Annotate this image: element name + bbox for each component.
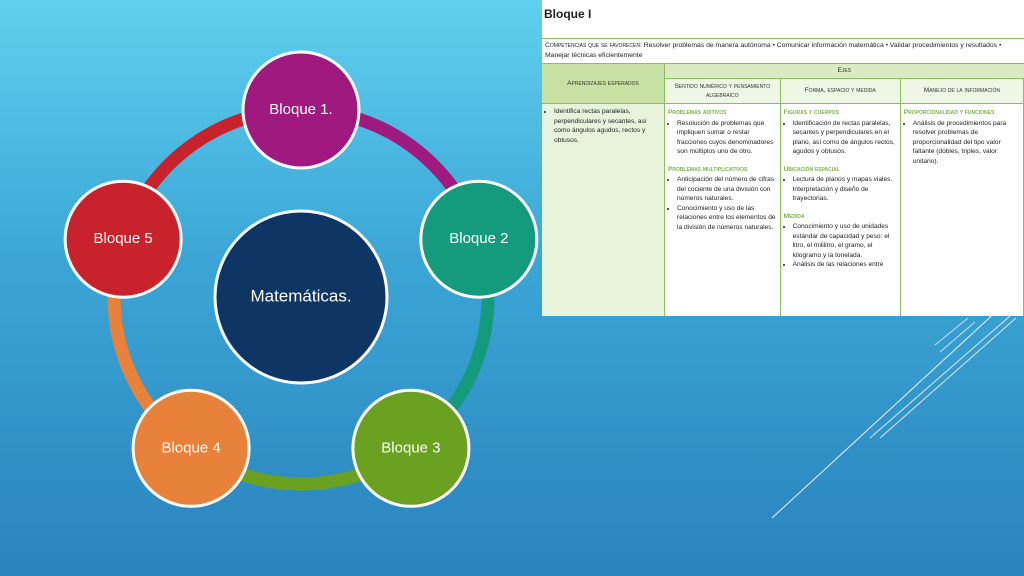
section-title: Figuras y cuerpos [783,109,839,116]
list-item: Lectura de planos y mapas viales. Interp… [793,175,897,204]
aprendizajes-header: Aprendizajes esperados [542,64,665,104]
center-node[interactable]: Matemáticas. [213,209,389,385]
bloque-node-4[interactable]: Bloque 4 [131,388,251,508]
section-title: Problemas aditivos [668,109,727,116]
bloque-label: Bloque 3 [381,439,440,456]
bloque-label: Bloque 2 [449,230,508,247]
forma-espacio-cell: Figuras y cuerpos Identificación de rect… [780,103,901,316]
list-item: Anticipación del número de cifras del co… [677,175,777,204]
list-item: Conocimiento y uso de las relaciones ent… [677,204,777,233]
list-item: Identificación de rectas paralelas, seca… [793,119,897,157]
col-header-manejo-informacion: Manejo de la información [900,78,1024,104]
list-item: Análisis de las relaciones entre [793,260,897,270]
bloque-circle [63,179,183,299]
center-circle [213,209,389,385]
center-label: Matemáticas. [250,286,351,305]
cycle-nodes: Bloque 1. Bloque 2 Bloque 3 Bloque 4 Bloque … [63,50,539,508]
bloque-node-3[interactable]: Bloque 3 [351,388,471,508]
col-header-forma-espacio: Forma, espacio y medida [780,78,901,104]
col-header-sentido-numerico: Sentido numérico y pensamiento algebraic… [664,78,781,104]
bloque-label: Bloque 1. [269,101,332,118]
list-item: Análisis de procedimientos para resolver… [913,119,1020,167]
aprendizajes-cell: Identifica rectas paralelas, perpendicul… [542,103,665,316]
bloque-circle [351,388,471,508]
bloque-node-5[interactable]: Bloque 5 [63,179,183,299]
curriculum-table: Aprendizajes esperados Ejes Sentido numé… [542,64,1024,316]
section-title: Medida [783,212,805,220]
bloque-label: Bloque 5 [94,230,153,247]
bloque-node-2[interactable]: Bloque 2 [419,179,539,299]
bloque-circle [131,388,251,508]
section-title: Proporcionalidad y funciones [903,109,995,116]
competencias-row: Competencias que se favorecen: Resolver … [542,38,1024,64]
section-title: Ubicación espacial [783,165,840,173]
manejo-informacion-cell: Proporcionalidad y funciones Análisis de… [900,103,1024,316]
table-title: Bloque I [544,7,592,21]
list-item: Resolución de problemas que impliquen su… [677,119,777,157]
list-item: Conocimiento y uso de unidades estándar … [793,222,897,260]
bloque-circle [419,179,539,299]
bloque-label: Bloque 4 [161,439,220,456]
bloque-node-1[interactable]: Bloque 1. [241,50,361,170]
list-item: Identifica rectas paralelas, perpendicul… [554,107,661,145]
competencias-text: Resolver problemas de manera autónoma • … [545,42,1002,59]
curriculum-table-panel: Bloque I Competencias que se favorecen: … [542,0,1024,316]
bloque-circle [241,50,361,170]
sentido-numerico-cell: Problemas aditivos Resolución de problem… [664,103,781,316]
competencias-label: Competencias que se favorecen: [545,42,642,49]
ejes-header: Ejes [664,64,1024,79]
section-title: Problemas multiplicativos [668,165,748,173]
